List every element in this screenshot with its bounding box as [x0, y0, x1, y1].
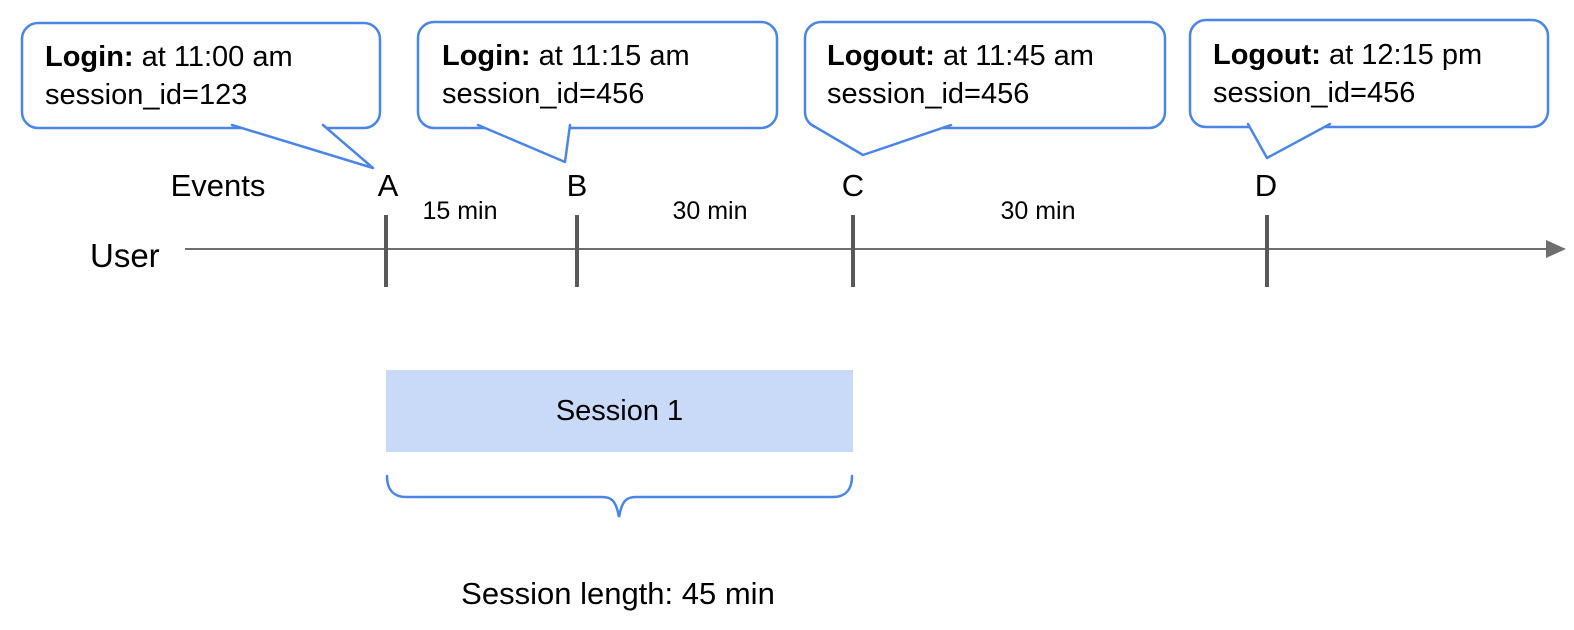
event-marker-a: A: [377, 168, 399, 203]
user-axis-label: User: [90, 237, 160, 274]
callout-tail-d: [1246, 122, 1332, 160]
callout-tail-a: [230, 123, 375, 170]
event-marker-b: B: [566, 168, 588, 203]
callout-text-b: Login: at 11:15 am session_id=456: [442, 37, 690, 113]
callout-event-type: Logout:: [827, 40, 935, 72]
callout-tail-b: [476, 123, 572, 164]
callout-session-id: session_id=456: [442, 78, 645, 110]
callout-time: at 12:15 pm: [1328, 39, 1483, 71]
callout-session-id: session_id=456: [827, 78, 1030, 110]
callout-line1: Login: at 11:00 am: [45, 38, 293, 76]
interval-label-cd: 30 min: [1000, 197, 1076, 225]
callout-line1: Login: at 11:15 am: [442, 37, 690, 75]
interval-label-ab: 15 min: [422, 197, 498, 225]
callout-line1: Logout: at 12:15 pm: [1213, 36, 1482, 74]
callout-event-type: Login:: [442, 40, 531, 72]
event-marker-c: C: [841, 168, 865, 203]
callout-bubble-a: [20, 21, 382, 130]
session-length-brace: [385, 474, 854, 518]
session-span-label: Session 1: [555, 394, 684, 427]
callout-text-d: Logout: at 12:15 pm session_id=456: [1213, 36, 1482, 112]
callout-tail-c: [810, 123, 953, 157]
session-span-rect: [386, 370, 853, 452]
events-label: Events: [170, 168, 266, 203]
callout-text-a: Login: at 11:00 am session_id=123: [45, 38, 293, 114]
interval-label-bc: 30 min: [672, 197, 748, 225]
callout-time: at 11:00 am: [141, 41, 293, 73]
callout-text-c: Logout: at 11:45 am session_id=456: [827, 37, 1094, 113]
callout-bubble-d: [1188, 18, 1550, 129]
callout-bubble-c: [803, 20, 1167, 130]
callout-line1: Logout: at 11:45 am: [827, 37, 1094, 75]
callout-session-id: session_id=456: [1213, 77, 1416, 109]
callout-event-type: Login:: [45, 41, 134, 73]
callout-bubble-b: [416, 20, 779, 130]
event-marker-d: D: [1254, 168, 1278, 203]
callout-event-type: Logout:: [1213, 39, 1321, 71]
callout-session-id: session_id=123: [45, 79, 248, 111]
timeline-arrowhead-icon: [1546, 240, 1566, 258]
session-length-label: Session length: 45 min: [461, 576, 775, 611]
callout-time: at 11:15 am: [538, 40, 690, 72]
callout-time: at 11:45 am: [942, 40, 1094, 72]
